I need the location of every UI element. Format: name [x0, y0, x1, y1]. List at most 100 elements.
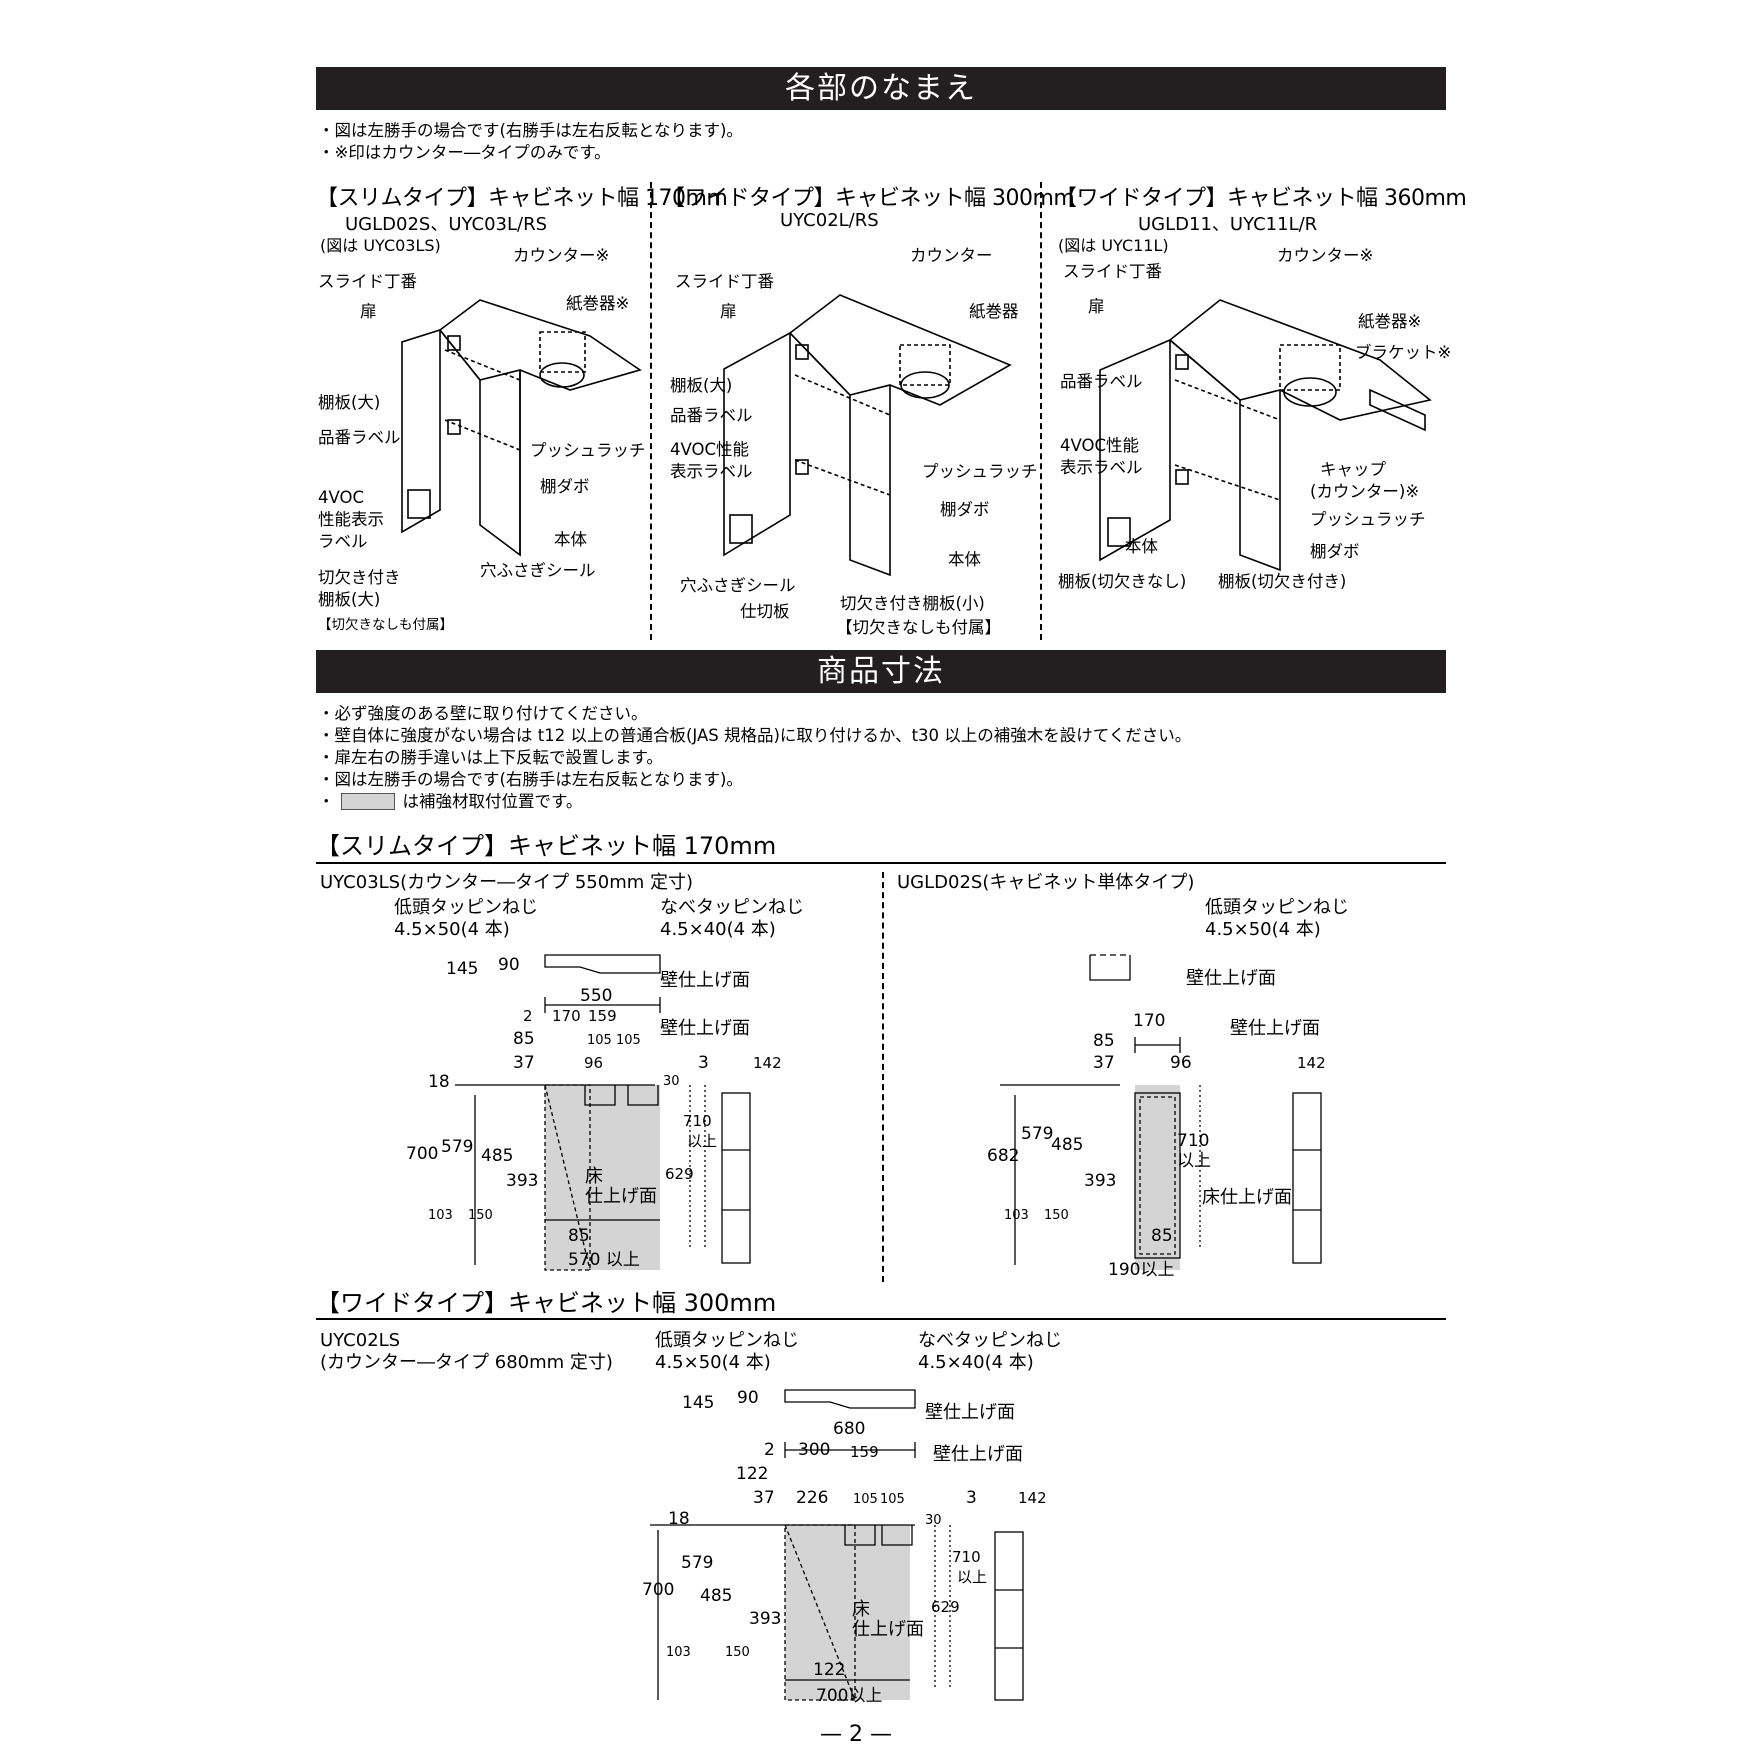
section-rule	[316, 862, 1446, 864]
wide-screw1-size: 4.5×50(4 本)	[655, 1352, 771, 1373]
dim-393: 393	[1084, 1171, 1117, 1191]
dim-393: 393	[749, 1609, 782, 1629]
panel-separator	[650, 182, 652, 640]
label-shelf-dowel: 棚ダボ	[540, 477, 590, 496]
parts-note: ・※印はカウンター―タイプのみです。	[318, 143, 611, 162]
dim-710-min: 以上	[1177, 1151, 1211, 1171]
label-shelf-no-notch: 棚板(切欠きなし)	[1058, 572, 1187, 591]
dim-142: 142	[1297, 1054, 1326, 1072]
label-slide-hinge: スライド丁番	[318, 272, 417, 291]
slim-left-wall: 壁仕上げ面	[660, 970, 750, 991]
parts-heading: 各部のなまえ	[316, 67, 1446, 110]
dimension-note: ・扉左右の勝手違いは上下反転で設置します。	[318, 748, 663, 767]
dim-682: 682	[987, 1146, 1020, 1166]
label-performance: 性能表示	[318, 510, 384, 529]
dim-90: 90	[498, 955, 520, 975]
dimensions-heading: 商品寸法	[316, 650, 1446, 693]
label-shelf-dowel: 棚ダボ	[1310, 542, 1360, 561]
panel-3-models: UGLD11、UYC11L/R	[1138, 214, 1318, 235]
wide-wall2: 壁仕上げ面	[933, 1444, 1023, 1465]
dim-142: 142	[1018, 1489, 1047, 1507]
slim-section-title: 【スリムタイプ】キャビネット幅 170mm	[316, 832, 777, 860]
slim-right-wall2: 壁仕上げ面	[1230, 1018, 1320, 1039]
dim-700-min: 700以上	[816, 1686, 883, 1706]
dim-145: 145	[682, 1393, 715, 1413]
page-number: — 2 —	[820, 1722, 892, 1747]
wide-model-note: (カウンター―タイプ 680mm 定寸)	[320, 1352, 613, 1373]
dim-96: 96	[584, 1054, 604, 1072]
dim-550: 550	[580, 986, 613, 1006]
label-4voc: 4VOC性能	[670, 440, 750, 459]
label-push-latch: プッシュラッチ	[922, 462, 1038, 481]
label-paper-holder: 紙巻器※	[566, 294, 630, 313]
label-push-latch: プッシュラッチ	[1310, 510, 1426, 529]
label-shelf-dowel: 棚ダボ	[940, 500, 990, 519]
dim-122: 122	[736, 1464, 769, 1484]
dim-96: 96	[1170, 1053, 1192, 1073]
reinforcement-swatch	[340, 793, 395, 810]
label-paper-holder: 紙巻器※	[1358, 312, 1422, 331]
dim-485: 485	[700, 1586, 733, 1606]
dim-30: 30	[925, 1513, 942, 1528]
label-notched: 切欠き付き	[318, 568, 401, 587]
dim-579: 579	[681, 1553, 714, 1573]
panel-1-models: UGLD02S、UYC03L/RS	[345, 214, 548, 235]
dim-159: 159	[850, 1443, 879, 1461]
parts-notes: ・図は左勝手の場合です(右勝手は左右反転となります)。 ・※印はカウンター―タイ…	[318, 120, 743, 164]
dim-150: 150	[468, 1208, 493, 1223]
panel-1-title: 【スリムタイプ】キャビネット幅 170mm	[316, 186, 728, 211]
label-shelf-large: 棚板(大)	[318, 393, 381, 412]
parts-note: ・図は左勝手の場合です(右勝手は左右反転となります)。	[318, 121, 743, 140]
slim-left-floor2: 仕上げ面	[585, 1186, 657, 1207]
dim-103: 103	[428, 1208, 453, 1223]
dim-226: 226	[796, 1488, 829, 1508]
label-4voc: 4VOC	[318, 488, 365, 507]
label-product-number: 品番ラベル	[670, 406, 753, 425]
panel-separator	[1040, 182, 1042, 640]
dim-3: 3	[698, 1053, 709, 1073]
slim-left-wall2: 壁仕上げ面	[660, 1018, 750, 1039]
wide-section-title: 【ワイドタイプ】キャビネット幅 300mm	[316, 1289, 777, 1317]
label-door: 扉	[360, 302, 377, 321]
dim-85: 85	[1093, 1031, 1115, 1051]
label-door: 扉	[1088, 297, 1105, 316]
slim-cabinet-illustration	[401, 299, 642, 557]
dim-105: 105	[587, 1033, 612, 1048]
label-shelf-large: 棚板(大)	[670, 376, 733, 395]
dim-190: 190以上	[1108, 1260, 1175, 1280]
label-door: 扉	[720, 302, 737, 321]
dim-393: 393	[506, 1171, 539, 1191]
dim-105: 105	[616, 1033, 641, 1048]
dimension-note: ・壁自体に強度がない場合は t12 以上の普通合板(JAS 規格品)に取り付ける…	[318, 726, 1192, 745]
slim-left-screw2-size: 4.5×40(4 本)	[660, 919, 776, 940]
slim-left-model: UYC03LS(カウンター―タイプ 550mm 定寸)	[320, 872, 694, 893]
dimension-note: ・必ず強度のある壁に取り付けてください。	[318, 704, 648, 723]
label-counter: カウンター※	[1277, 246, 1374, 265]
wide-floor1: 床	[852, 1599, 870, 1620]
dim-85-bottom: 85	[1151, 1226, 1173, 1246]
panel-1-fig-note: (図は UYC03LS)	[320, 236, 441, 255]
panel-2-models: UYC02L/RS	[780, 210, 879, 231]
slim-left-screw1: 低頭タッピンねじ	[394, 897, 538, 918]
swatch-note: ・は補強材取付位置です。	[318, 792, 583, 811]
dim-485: 485	[481, 1146, 514, 1166]
dim-85: 85	[513, 1029, 535, 1049]
wide-screw1: 低頭タッピンねじ	[655, 1330, 799, 1351]
dim-150: 150	[725, 1645, 750, 1660]
label-4voc: 4VOC性能	[1060, 436, 1140, 455]
section-rule	[316, 1318, 1446, 1320]
dim-37: 37	[513, 1053, 535, 1073]
dim-105: 105	[853, 1492, 878, 1507]
label-cap: キャップ	[1320, 460, 1386, 479]
label-divider: 仕切板	[740, 602, 790, 621]
dim-629: 629	[931, 1598, 960, 1616]
dim-710: 710	[952, 1548, 981, 1566]
wide-floor2: 仕上げ面	[852, 1619, 924, 1640]
dim-103: 103	[666, 1645, 691, 1660]
label-label: ラベル	[318, 532, 368, 551]
label-display-label: 表示ラベル	[1060, 458, 1143, 477]
dim-579: 579	[1021, 1124, 1054, 1144]
dim-90: 90	[737, 1388, 759, 1408]
dim-30: 30	[663, 1074, 680, 1089]
dim-145: 145	[446, 959, 479, 979]
